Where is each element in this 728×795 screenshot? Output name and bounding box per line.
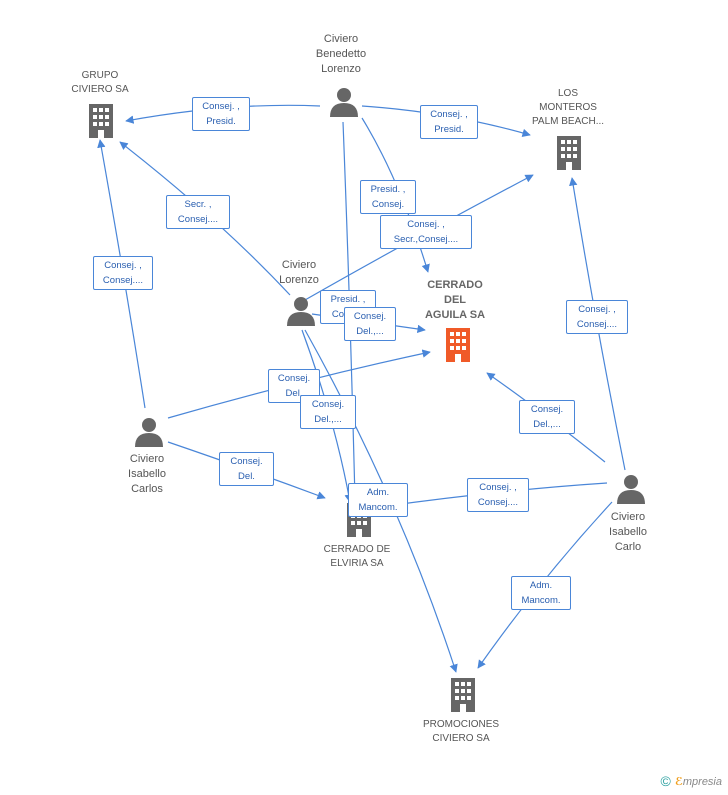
edge-label[interactable]: Adm. Mancom. <box>348 483 408 517</box>
edge-label[interactable]: Consej. Del. <box>268 369 320 403</box>
person-icon <box>330 88 358 117</box>
brand-footer: © ℰmpresia <box>661 773 722 789</box>
edge-label[interactable]: Adm. Mancom. <box>511 576 571 610</box>
copyright-icon: © <box>660 773 671 789</box>
edge-label[interactable]: Presid. , Consej. <box>360 180 416 214</box>
edge-label[interactable]: Consej. Del.,... <box>300 395 356 429</box>
building-icon <box>451 678 475 712</box>
node-label-isabello-carlo[interactable]: Civiero Isabello Carlo <box>609 511 647 553</box>
node-label-isabello-carlos[interactable]: Civiero Isabello Carlos <box>128 453 166 495</box>
edge-label[interactable]: Consej. , Consej.... <box>566 300 628 334</box>
node-label-cerrado-elviria[interactable]: CERRADO DE ELVIRIA SA <box>323 544 391 569</box>
edge-label[interactable]: Consej. Del.,... <box>344 307 396 341</box>
edge-label[interactable]: Consej. , Presid. <box>420 105 478 139</box>
edge-label[interactable]: Secr. , Consej.... <box>166 195 230 229</box>
node-label-lorenzo[interactable]: Civiero Lorenzo <box>279 259 319 286</box>
building-icon <box>557 136 581 170</box>
edge-label[interactable]: Consej. , Consej.... <box>93 256 153 290</box>
edge-label[interactable]: Consej. Del.,... <box>519 400 575 434</box>
node-label-grupo-civiero[interactable]: GRUPO CIVIERO SA <box>71 70 129 95</box>
building-icon-main <box>446 328 470 362</box>
node-label-los-monteros[interactable]: LOS MONTEROS PALM BEACH... <box>531 88 605 127</box>
node-label-benedetto[interactable]: Civiero Benedetto Lorenzo <box>315 33 367 75</box>
edge-label[interactable]: Consej. Del. <box>219 452 274 486</box>
node-label-promociones[interactable]: PROMOCIONES CIVIERO SA <box>422 719 500 744</box>
edge-label[interactable]: Consej. , Consej.... <box>467 478 529 512</box>
edge-label[interactable]: Consej. , Secr.,Consej.... <box>380 215 472 249</box>
edge-label[interactable]: Consej. , Presid. <box>192 97 250 131</box>
person-icon <box>287 297 315 326</box>
brand-logo: ℰmpresia <box>674 775 722 788</box>
person-icon <box>135 418 163 447</box>
person-icon <box>617 475 645 504</box>
building-icon <box>89 104 113 138</box>
node-label-cerrado-aguila[interactable]: CERRADO DEL AGUILA SA <box>424 279 486 321</box>
